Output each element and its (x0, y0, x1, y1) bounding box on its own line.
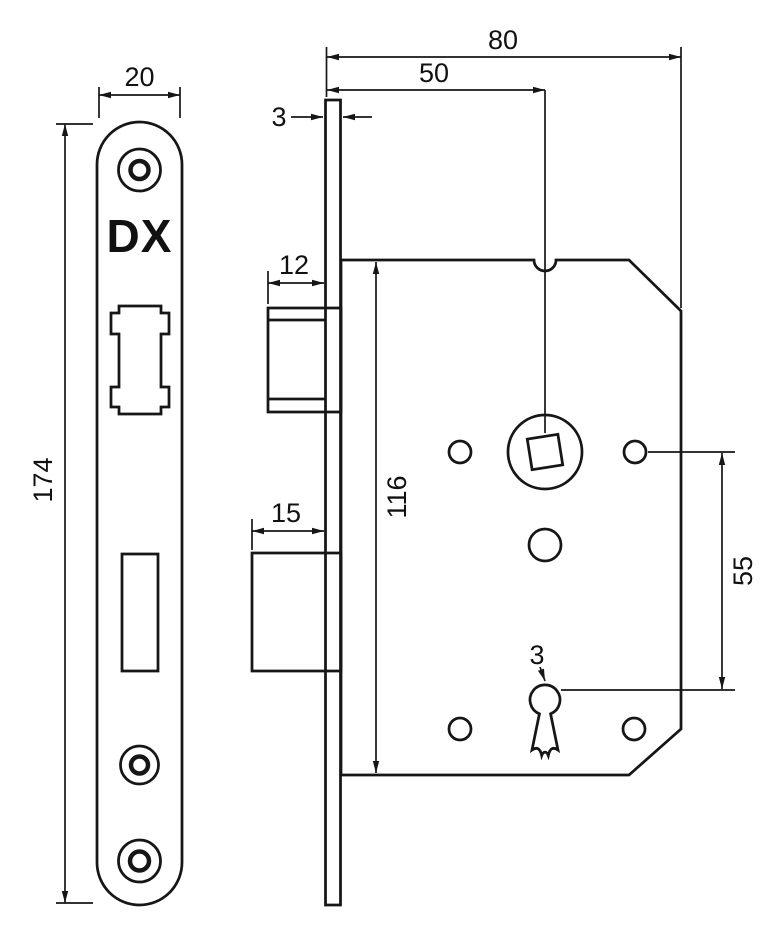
fixing-hole-right (622, 439, 648, 465)
dim-label-backset: 50 (419, 58, 449, 88)
screw-hole-top-inner-icon (128, 158, 151, 182)
center-hole (527, 527, 563, 563)
dim-spindle-to-keyhole: 55 (561, 451, 758, 691)
spindle-square-hole (525, 432, 565, 472)
dim-bolt-height: 15 (251, 498, 324, 550)
dim-label-case-depth: 80 (488, 25, 518, 55)
dim-faceplate-width: 20 (98, 62, 181, 118)
dim-label-case-height: 116 (382, 475, 412, 518)
dim-case-depth: 80 (325, 25, 682, 308)
screw-hole-top-icon (117, 147, 162, 193)
dim-plate-thickness: 3 (271, 102, 372, 132)
latch-bolt (266, 306, 343, 414)
dim-label-spindle-to-keyhole: 55 (728, 556, 758, 586)
faceplate-edge (324, 98, 342, 907)
screw-hole-middle-icon (119, 744, 160, 786)
faceplate-outline (95, 120, 184, 907)
dim-label-faceplate-width: 20 (124, 62, 154, 92)
latch-cutout (109, 304, 171, 416)
lock-case-side-view (250, 90, 683, 907)
dim-keyhole-width: 3 (529, 640, 546, 682)
screw-hole-middle-inner-icon (128, 754, 151, 776)
dim-label-plate-thickness: 3 (271, 102, 286, 132)
dim-label-faceplate-length: 174 (28, 457, 58, 502)
keyhole (528, 683, 562, 761)
spindle-hub (506, 413, 584, 491)
dim-case-height: 116 (372, 262, 412, 773)
screw-hole-bottom-icon (117, 838, 162, 884)
deadbolt (250, 551, 343, 673)
dim-latch-height: 12 (267, 250, 324, 304)
fixing-hole-bottom-left (447, 716, 473, 742)
fixing-hole-bottom-right (621, 716, 647, 742)
dim-label-keyhole-width: 3 (529, 640, 544, 670)
dim-label-latch-height: 12 (279, 250, 309, 280)
dim-backset: 50 (327, 58, 545, 94)
fixing-hole-left (447, 439, 473, 465)
dim-faceplate-length: 174 (28, 123, 93, 904)
deadbolt-cutout (120, 552, 160, 673)
brand-logo: DX (107, 210, 173, 262)
faceplate-front-view: DX (95, 120, 184, 907)
leader-arrow (537, 666, 546, 682)
lock-case-body (339, 258, 683, 777)
dim-label-bolt-height: 15 (271, 498, 301, 528)
screw-hole-bottom-inner-icon (127, 849, 152, 873)
